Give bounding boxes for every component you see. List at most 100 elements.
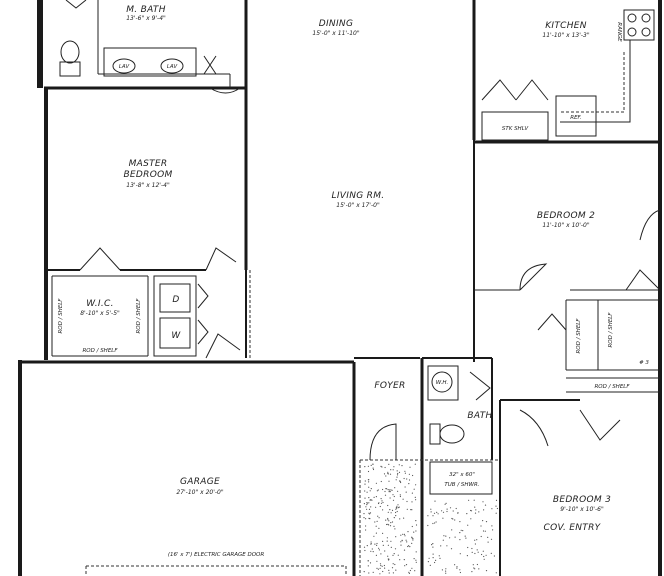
stipple-dot (368, 512, 370, 514)
stipple-dot (363, 571, 365, 573)
stipple-dot (397, 490, 399, 492)
stipple-dot (368, 502, 370, 504)
stipple-dot (364, 466, 366, 468)
stipple-dot (442, 539, 444, 541)
stipple-dot (441, 510, 443, 512)
stipple-dot (373, 496, 375, 498)
stipple-dot (484, 530, 486, 532)
stipple-dot (409, 466, 411, 468)
stipple-dot (445, 570, 447, 572)
stipple-dot (390, 512, 392, 514)
stipple-dot (400, 541, 402, 543)
stipple-dot (408, 473, 410, 475)
stipple-dot (383, 473, 386, 475)
stipple-dot (389, 525, 392, 527)
stipple-dot (466, 513, 468, 515)
stipple-dot (407, 545, 409, 548)
stipple-dot (434, 500, 436, 502)
stipple-dot (380, 502, 383, 504)
stipple-dot (480, 525, 482, 527)
stipple-dot (446, 508, 448, 510)
stipple-dot (490, 538, 493, 540)
stipple-dot (474, 506, 476, 508)
stk-shlv-label: STK SHLV (502, 126, 529, 132)
stipple-dot (387, 504, 389, 507)
stipple-dot (432, 546, 434, 548)
stipple-dot (452, 518, 454, 520)
stipple-dot (397, 554, 399, 556)
stipple-dot (398, 471, 401, 473)
stipple-dot (442, 517, 444, 519)
stipple-dot (406, 478, 408, 480)
stipple-dot (381, 565, 383, 567)
stipple-dot (484, 504, 487, 506)
stipple-dot (376, 560, 378, 562)
stipple-dot (433, 512, 436, 514)
stipple-dot (369, 562, 372, 564)
stipple-dot (370, 550, 372, 552)
stipple-dot (435, 521, 437, 523)
stipple-dot (396, 470, 398, 472)
stipple-dot (487, 536, 489, 539)
stipple-dot (366, 504, 368, 506)
stipple-dot (477, 551, 479, 553)
stipple-dot (411, 567, 413, 569)
stipple-dot (386, 523, 388, 526)
stipple-dot (491, 508, 493, 510)
stipple-dot (411, 509, 413, 511)
stipple-dot (474, 543, 476, 545)
stipple-dot (464, 535, 466, 537)
stipple-dot (474, 568, 476, 570)
stipple-dot (476, 563, 478, 566)
stipple-dot (388, 463, 390, 465)
stipple-dot (388, 480, 390, 482)
stipple-dot (397, 507, 399, 509)
stipple-dot (376, 567, 378, 570)
cov-entry-stipple (363, 463, 498, 575)
range-label: RANGE (616, 22, 622, 42)
bath-name: BATH (467, 411, 492, 421)
stipple-dot (363, 513, 365, 515)
stipple-dot (390, 469, 392, 471)
stipple-dot (413, 531, 415, 533)
stipple-dot (375, 482, 377, 484)
stipple-dot (474, 539, 476, 541)
stipple-dot (378, 527, 380, 530)
stipple-dot (415, 559, 417, 561)
stipple-dot (470, 510, 473, 512)
stipple-dot (372, 571, 374, 574)
stipple-dot (378, 549, 380, 551)
stipple-dot (474, 552, 476, 555)
stipple-dot (414, 496, 416, 498)
stipple-dot (449, 537, 451, 539)
toilet-icon (429, 423, 465, 445)
stipple-dot (387, 519, 389, 521)
stipple-dot (382, 540, 384, 543)
stipple-dot (413, 558, 415, 560)
stipple-dot (430, 511, 432, 513)
stipple-dot (471, 547, 473, 550)
stipple-dot (395, 506, 397, 509)
stipple-dot (364, 549, 366, 552)
stipple-dot (376, 490, 378, 492)
stipple-dot (427, 561, 429, 563)
stipple-dot (387, 517, 389, 520)
stipple-dot (455, 507, 457, 510)
stipple-dot (456, 567, 458, 569)
stipple-dot (449, 507, 452, 509)
stipple-dot (369, 490, 371, 492)
kitchen-dims: 11'-10" x 13'-3" (542, 32, 589, 39)
stipple-dot (485, 570, 488, 572)
stipple-dot (446, 510, 448, 513)
stipple-dot (377, 568, 379, 570)
stipple-dot (389, 509, 391, 511)
stipple-dot (392, 563, 394, 565)
stipple-dot (375, 554, 377, 557)
stipple-dot (430, 508, 432, 510)
stipple-dot (365, 518, 367, 520)
stipple-dot (382, 544, 384, 547)
stipple-dot (394, 487, 396, 489)
stipple-dot (386, 540, 388, 542)
master-dims: 13'-8" x 12'-4" (126, 182, 170, 189)
stipple-dot (391, 521, 394, 523)
